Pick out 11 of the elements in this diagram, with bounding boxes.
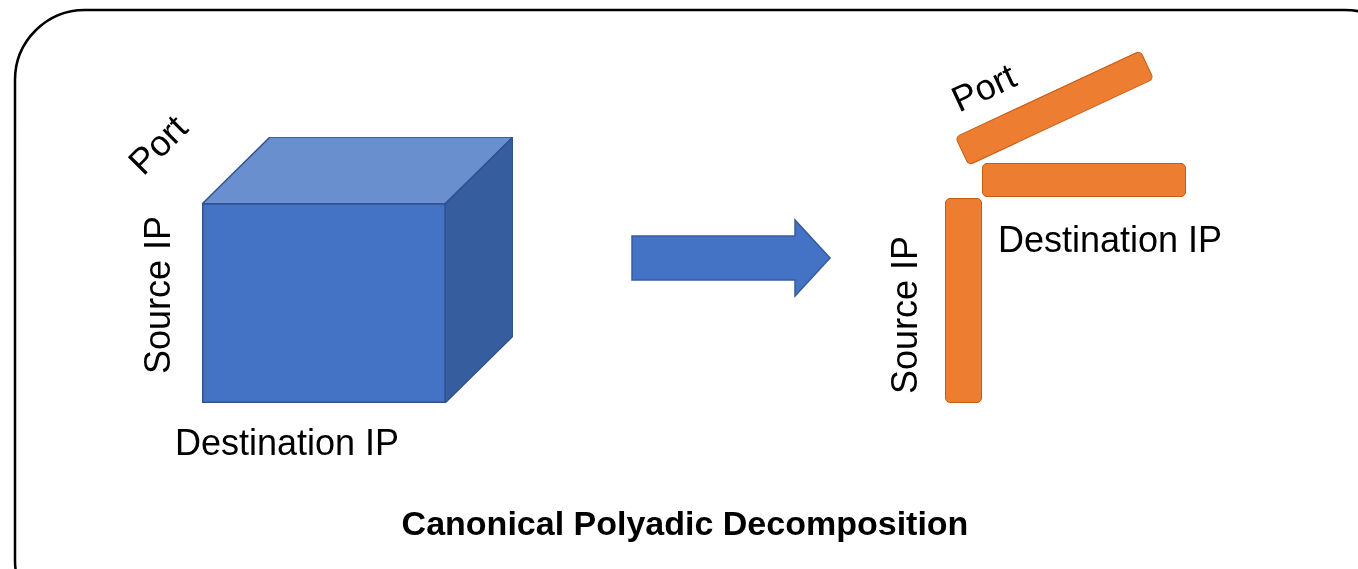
- caption: Canonical Polyadic Decomposition: [400, 506, 970, 540]
- axis-label: Source IP: [140, 215, 177, 375]
- block-arrow: [631, 218, 831, 298]
- factor-bar: [982, 163, 1186, 197]
- factor-bar: [945, 198, 982, 403]
- axis-label: Source IP: [887, 235, 924, 395]
- axis-label: Destination IP: [998, 222, 1223, 258]
- axis-label: Destination IP: [175, 425, 400, 461]
- cube-drawing: [202, 137, 513, 403]
- axis-label: Port: [946, 57, 1022, 119]
- axis-label: Port: [121, 108, 195, 182]
